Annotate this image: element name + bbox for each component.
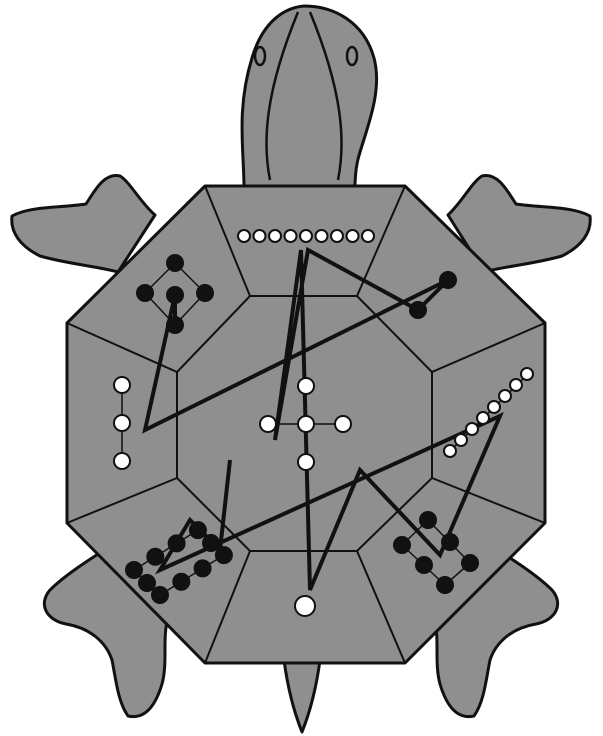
- bottom-right-black-dot: [437, 577, 453, 593]
- right-white-dot: [477, 412, 489, 424]
- bottom-left-black-dot: [152, 587, 168, 603]
- right-white-dot: [444, 445, 456, 457]
- top-white-dot: [300, 230, 312, 242]
- turtle-eye-left: [255, 47, 265, 65]
- left-white-dot: [114, 453, 130, 469]
- center-white-dot: [298, 378, 314, 394]
- bottom-right-black-dot: [394, 537, 410, 553]
- top-white-dot: [285, 230, 297, 242]
- top-white-dot: [362, 230, 374, 242]
- right-white-dot: [466, 423, 478, 435]
- right-white-dot: [510, 379, 522, 391]
- bottom-left-black-dot: [147, 549, 163, 565]
- top-right-black-dot: [410, 302, 426, 318]
- top-left-black-dot: [167, 255, 183, 271]
- bottom-right-black-dot: [442, 534, 458, 550]
- right-white-dot: [521, 368, 533, 380]
- top-left-black-dot: [167, 287, 183, 303]
- bottom-right-black-dot: [462, 555, 478, 571]
- bottom-left-black-dot: [139, 575, 155, 591]
- top-white-dot: [347, 230, 359, 242]
- bottom-right-black-dot: [416, 557, 432, 573]
- turtle-eye-right: [347, 47, 357, 65]
- top-white-dot: [316, 230, 328, 242]
- bottom-left-black-dot: [169, 535, 185, 551]
- top-left-black-dot: [137, 285, 153, 301]
- center-white-dot: [260, 416, 276, 432]
- top-left-black-dot: [197, 285, 213, 301]
- center-white-dot: [298, 454, 314, 470]
- bottom-white-dot: [295, 596, 315, 616]
- left-white-dot: [114, 377, 130, 393]
- bottom-left-black-dot: [216, 547, 232, 563]
- bottom-left-black-dot: [195, 560, 211, 576]
- right-white-dot: [499, 390, 511, 402]
- top-white-dot: [331, 230, 343, 242]
- bottom-left-black-dot: [173, 574, 189, 590]
- bottom-left-black-dot: [126, 562, 142, 578]
- bottom-left-black-dot: [190, 522, 206, 538]
- center-white-dot: [298, 416, 314, 432]
- center-white-dot: [335, 416, 351, 432]
- turtle-tail: [284, 660, 320, 732]
- top-right-black-dot: [440, 272, 456, 288]
- bottom-left-black-dot: [203, 535, 219, 551]
- top-white-dot: [238, 230, 250, 242]
- top-left-black-dot: [167, 317, 183, 333]
- bottom-right-black-dot: [420, 512, 436, 528]
- top-white-dot: [269, 230, 281, 242]
- turtle-head: [242, 6, 377, 192]
- top-white-dot: [254, 230, 266, 242]
- right-white-dot: [455, 434, 467, 446]
- left-white-dot: [114, 415, 130, 431]
- right-white-dot: [488, 401, 500, 413]
